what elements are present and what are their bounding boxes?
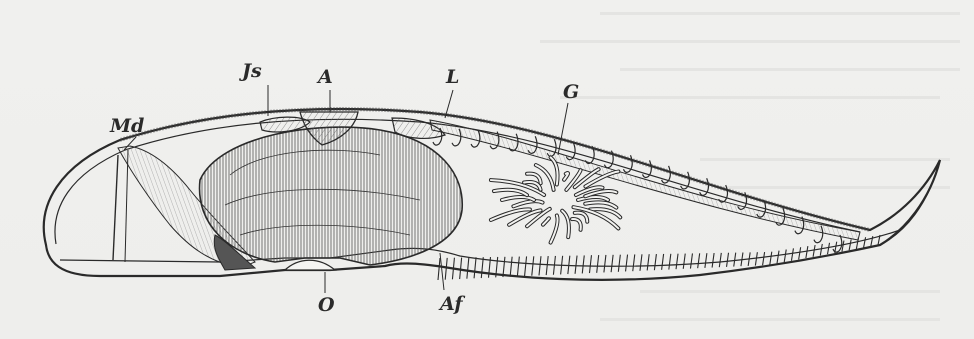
- fringe-strand: [640, 254, 642, 270]
- label-L: L: [446, 68, 459, 87]
- fringe-strand: [871, 236, 873, 246]
- fringe-strand: [582, 255, 584, 273]
- fringe-strand: [626, 255, 628, 272]
- fringe-strand: [864, 237, 866, 247]
- fringe-strand: [525, 256, 527, 276]
- fringe-strand: [611, 255, 613, 272]
- label-Af: Af: [440, 295, 463, 314]
- fringe-strand: [532, 256, 534, 275]
- fringe-strand: [770, 252, 772, 265]
- fringe-strand: [467, 257, 469, 278]
- fringe-strand: [510, 257, 512, 277]
- fringe-strand: [849, 239, 851, 250]
- fringe-strand: [734, 253, 736, 267]
- fringe-strand: [546, 256, 548, 275]
- fringe-strand: [763, 252, 765, 265]
- fringe-strand: [517, 257, 519, 277]
- fringe-strand: [676, 254, 678, 270]
- fringe-strand: [755, 252, 757, 265]
- fringe-strand: [618, 255, 620, 272]
- fringe-strand: [589, 255, 591, 273]
- fringe-strand: [813, 245, 815, 257]
- fringe-strand: [698, 253, 700, 268]
- label-O: O: [318, 296, 335, 315]
- fringe-strand: [806, 246, 808, 258]
- gill-tooth: [833, 235, 842, 252]
- fringe-strand: [604, 255, 606, 272]
- fringe-strand: [727, 253, 729, 267]
- fringe-strand: [705, 253, 707, 268]
- fringe-strand: [777, 251, 779, 264]
- fringe-strand: [669, 254, 671, 270]
- fringe-strand: [835, 242, 837, 253]
- fringe-strand: [597, 255, 599, 273]
- fringe-strand: [820, 244, 822, 256]
- oral-opening: [285, 260, 335, 270]
- fringe-strand: [481, 257, 483, 278]
- fringe-strand: [719, 253, 721, 267]
- fringe-strand: [474, 257, 476, 278]
- label-A: A: [318, 68, 333, 87]
- fringe-strand: [690, 253, 692, 268]
- label-Js: Js: [242, 62, 262, 81]
- fringe-strand: [575, 256, 577, 274]
- central-striated-muscle: [200, 127, 463, 265]
- fringe-strand: [712, 253, 714, 268]
- label-Md: Md: [110, 117, 144, 136]
- fringe-strand: [460, 258, 462, 279]
- fringe-strand: [784, 249, 786, 262]
- fringe-strand: [438, 258, 440, 280]
- label-G: G: [563, 83, 579, 102]
- fringe-strand: [791, 248, 793, 260]
- fringe-strand: [568, 256, 570, 274]
- fringe-strand: [445, 258, 447, 280]
- fringe-strand: [633, 254, 635, 271]
- fringe-strand: [662, 254, 664, 270]
- fringe-strand: [647, 254, 649, 270]
- fringe-strand: [828, 243, 830, 254]
- fringe-strand: [654, 254, 656, 270]
- fringe-strand: [683, 254, 685, 269]
- fringe-strand: [799, 247, 801, 259]
- fringe-strand: [539, 256, 541, 275]
